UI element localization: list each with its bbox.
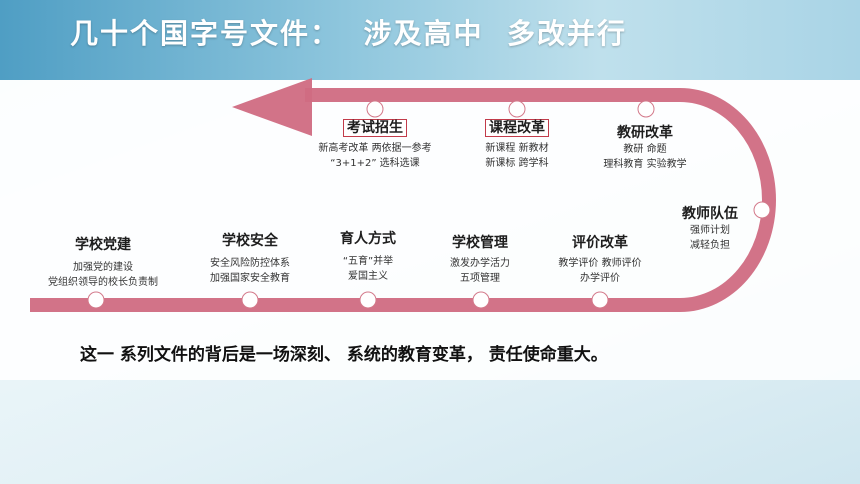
node-yuren xyxy=(359,291,377,309)
track-arrowhead xyxy=(232,78,312,136)
pingjia-title: 评价改革 xyxy=(572,235,628,251)
jiaoyan-line-2: 理科教育 实验教学 xyxy=(603,159,687,170)
anquan-line-1: 安全风险防控体系 xyxy=(210,258,290,269)
pingjia-line-1: 教学评价 教师评价 xyxy=(558,258,642,269)
content-panel xyxy=(0,80,860,380)
dangjian-line-2: 党组织领导的校长负责制 xyxy=(48,277,158,288)
label-dangjian: 学校党建 加强党的建设 党组织领导的校长负责制 xyxy=(30,234,176,290)
node-pingjia xyxy=(591,291,609,309)
kecheng-title: 课程改革 xyxy=(485,119,549,137)
dangjian-title: 学校党建 xyxy=(75,237,131,253)
yuren-line-2: 爱国主义 xyxy=(348,271,388,282)
dangjian-line-1: 加强党的建设 xyxy=(73,262,133,273)
kaoshi-line-2: “3+1+2” 选科选课 xyxy=(330,158,420,169)
summary-text: 这一 系列文件的背后是一场深刻、 系统的教育变革， 责任使命重大。 xyxy=(80,345,608,365)
jiaoyan-line-1: 教研 命题 xyxy=(623,144,667,155)
anquan-line-2: 加强国家安全教育 xyxy=(210,273,290,284)
label-guanli: 学校管理 激发办学活力 五项管理 xyxy=(430,232,530,286)
jiaoshi-line-1: 强师计划 xyxy=(690,225,730,236)
label-kaoshi: 考试招生 新高考改革 两依据一参考 “3+1+2” 选科选课 xyxy=(300,117,450,171)
title-banner: 几十个国字号文件： 涉及高中 多改并行 xyxy=(0,0,860,80)
label-pingjia: 评价改革 教学评价 教师评价 办学评价 xyxy=(540,232,660,286)
kaoshi-title: 考试招生 xyxy=(343,119,407,137)
label-anquan: 学校安全 安全风险防控体系 加强国家安全教育 xyxy=(190,230,310,286)
node-jiaoyan xyxy=(637,100,655,118)
kecheng-line-1: 新课程 新教材 xyxy=(485,143,549,154)
node-kaoshi xyxy=(366,100,384,118)
label-kecheng: 课程改革 新课程 新教材 新课标 跨学科 xyxy=(462,117,572,171)
anquan-title: 学校安全 xyxy=(222,233,278,249)
jiaoshi-title: 教师队伍 xyxy=(682,206,738,222)
yuren-line-1: “五育”并举 xyxy=(342,256,394,267)
kecheng-line-2: 新课标 跨学科 xyxy=(485,158,549,169)
node-guanli xyxy=(472,291,490,309)
yuren-title: 育人方式 xyxy=(340,231,396,247)
jiaoyan-title: 教研改革 xyxy=(617,125,673,141)
node-jiaoshi xyxy=(753,201,771,219)
guanli-line-2: 五项管理 xyxy=(460,273,500,284)
jiaoshi-line-2: 减轻负担 xyxy=(690,240,730,251)
label-jiaoyan: 教研改革 教研 命题 理科教育 实验教学 xyxy=(585,122,705,172)
label-yuren: 育人方式 “五育”并举 爱国主义 xyxy=(318,228,418,284)
guanli-line-1: 激发办学活力 xyxy=(450,258,510,269)
kaoshi-line-1: 新高考改革 两依据一参考 xyxy=(318,143,432,154)
node-anquan xyxy=(241,291,259,309)
node-kecheng xyxy=(508,100,526,118)
page-title: 几十个国字号文件： 涉及高中 多改并行 xyxy=(70,17,627,50)
guanli-title: 学校管理 xyxy=(452,235,508,251)
pingjia-line-2: 办学评价 xyxy=(580,273,620,284)
node-dangjian xyxy=(87,291,105,309)
label-jiaoshi: 教师队伍 强师计划 减轻负担 xyxy=(668,203,752,253)
